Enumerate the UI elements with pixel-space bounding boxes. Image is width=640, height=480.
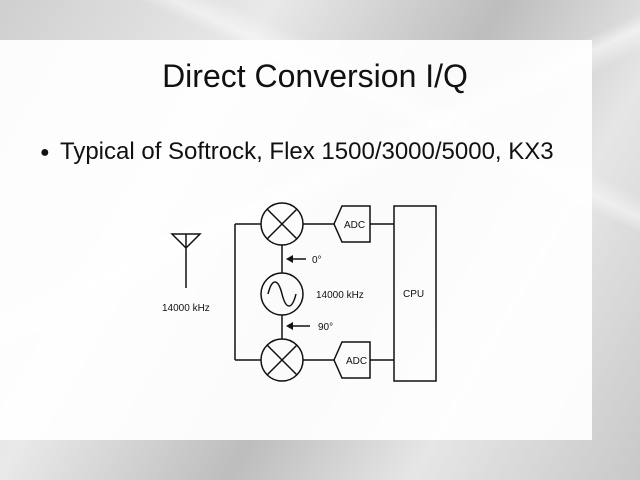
oscillator-frequency-label: 14000 kHz — [316, 290, 364, 301]
top-mixer-icon — [260, 202, 304, 246]
bullet-item: ● Typical of Softrock, Flex 1500/3000/50… — [40, 138, 554, 166]
adc-bottom-label: ADC — [346, 356, 367, 367]
adc-top-label: ADC — [344, 220, 365, 231]
cpu-block — [393, 205, 437, 382]
phase-bottom-label: 90° — [318, 322, 333, 333]
slide-title: Direct Conversion I/Q — [162, 58, 468, 94]
bullet-text: Typical of Softrock, Flex 1500/3000/5000… — [60, 138, 554, 165]
bottom-mixer-icon — [260, 338, 304, 382]
phase-arrow-top-icon — [286, 255, 306, 263]
oscillator-icon — [260, 272, 304, 316]
bullet-dot: ● — [40, 144, 50, 161]
antenna-icon — [170, 233, 202, 288]
antenna-frequency-label: 14000 kHz — [162, 303, 210, 314]
phase-arrow-bottom-icon — [286, 322, 310, 330]
phase-top-label: 0° — [312, 255, 322, 266]
cpu-label: CPU — [403, 289, 424, 300]
